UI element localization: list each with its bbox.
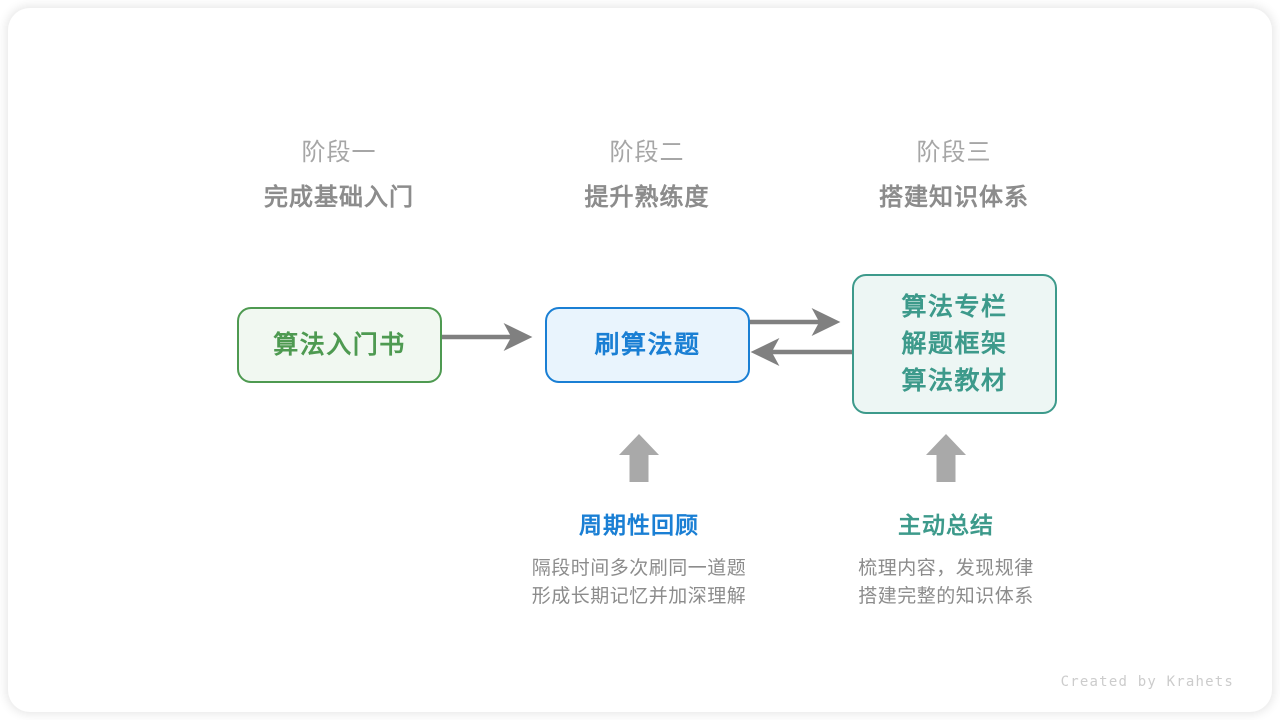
node-algorithm-intro-book[interactable]: 算法入门书 xyxy=(237,307,442,383)
node-knowledge-systems[interactable]: 算法专栏 解题框架 算法教材 xyxy=(852,274,1057,414)
node-label: 刷算法题 xyxy=(594,330,701,359)
node-practice-problems[interactable]: 刷算法题 xyxy=(545,307,750,383)
stage-header-3: 阶段三 搭建知识体系 xyxy=(824,136,1084,216)
note-body-line-1: 梳理内容，发现规律 xyxy=(858,558,1034,579)
node-label: 解题框架 xyxy=(901,329,1008,358)
stage-title-2: 提升熟练度 xyxy=(584,184,710,211)
note-title: 主动总结 xyxy=(898,512,994,538)
note-body-line-2: 形成长期记忆并加深理解 xyxy=(531,586,747,607)
stage-subtitle-1: 阶段一 xyxy=(301,139,377,166)
stage-subtitle-2: 阶段二 xyxy=(609,139,685,166)
note-periodic-review: 周期性回顾 隔段时间多次刷同一道题 形成长期记忆并加深理解 xyxy=(489,509,789,611)
note-body-line-1: 隔段时间多次刷同一道题 xyxy=(531,558,747,579)
note-title: 周期性回顾 xyxy=(579,512,699,538)
stage-title-1: 完成基础入门 xyxy=(264,184,414,211)
node-label: 算法教材 xyxy=(901,366,1008,395)
up-arrow-icon-review xyxy=(619,434,659,482)
node-label: 算法专栏 xyxy=(901,292,1008,321)
stage-title-3: 搭建知识体系 xyxy=(879,184,1029,211)
credit-label: Created by Krahets xyxy=(1060,674,1234,690)
note-body-line-2: 搭建完整的知识体系 xyxy=(858,586,1034,607)
node-label: 算法入门书 xyxy=(273,330,406,359)
stage-header-1: 阶段一 完成基础入门 xyxy=(209,136,469,216)
stage-header-2: 阶段二 提升熟练度 xyxy=(517,136,777,216)
diagram-canvas: 阶段一 完成基础入门 阶段二 提升熟练度 阶段三 搭建知识体系 算法入门书 刷算… xyxy=(8,8,1272,712)
stage-subtitle-3: 阶段三 xyxy=(916,139,992,166)
note-active-summary: 主动总结 梳理内容，发现规律 搭建完整的知识体系 xyxy=(796,509,1096,611)
up-arrow-icon-summary xyxy=(926,434,966,482)
